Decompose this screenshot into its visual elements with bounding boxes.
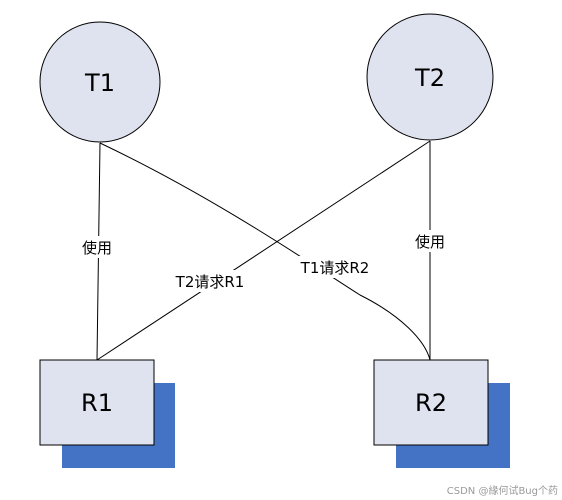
edge-label-t1-requests-r2: T1请求R2 — [300, 259, 370, 277]
resource-label-r1: R1 — [81, 389, 113, 417]
thread-label-t1: T1 — [84, 69, 115, 97]
resource-box-r1 — [39, 359, 155, 446]
edge-label-t1-uses-r1: 使用 — [82, 239, 112, 257]
edge-label-t2-requests-r1: T2请求R1 — [175, 273, 245, 291]
edge-t2-requests-r1 — [96, 140, 431, 361]
thread-node-t2 — [366, 13, 494, 141]
watermark: CSDN @緣何试Bug个药 — [447, 484, 558, 497]
edge-label-t2-uses-r2: 使用 — [415, 233, 445, 251]
thread-label-t2: T2 — [414, 64, 445, 92]
edge-t1-requests-r2 — [99, 142, 431, 361]
resource-label-r2: R2 — [415, 389, 447, 417]
thread-node-t1 — [39, 21, 161, 143]
resource-box-r2 — [373, 359, 489, 446]
